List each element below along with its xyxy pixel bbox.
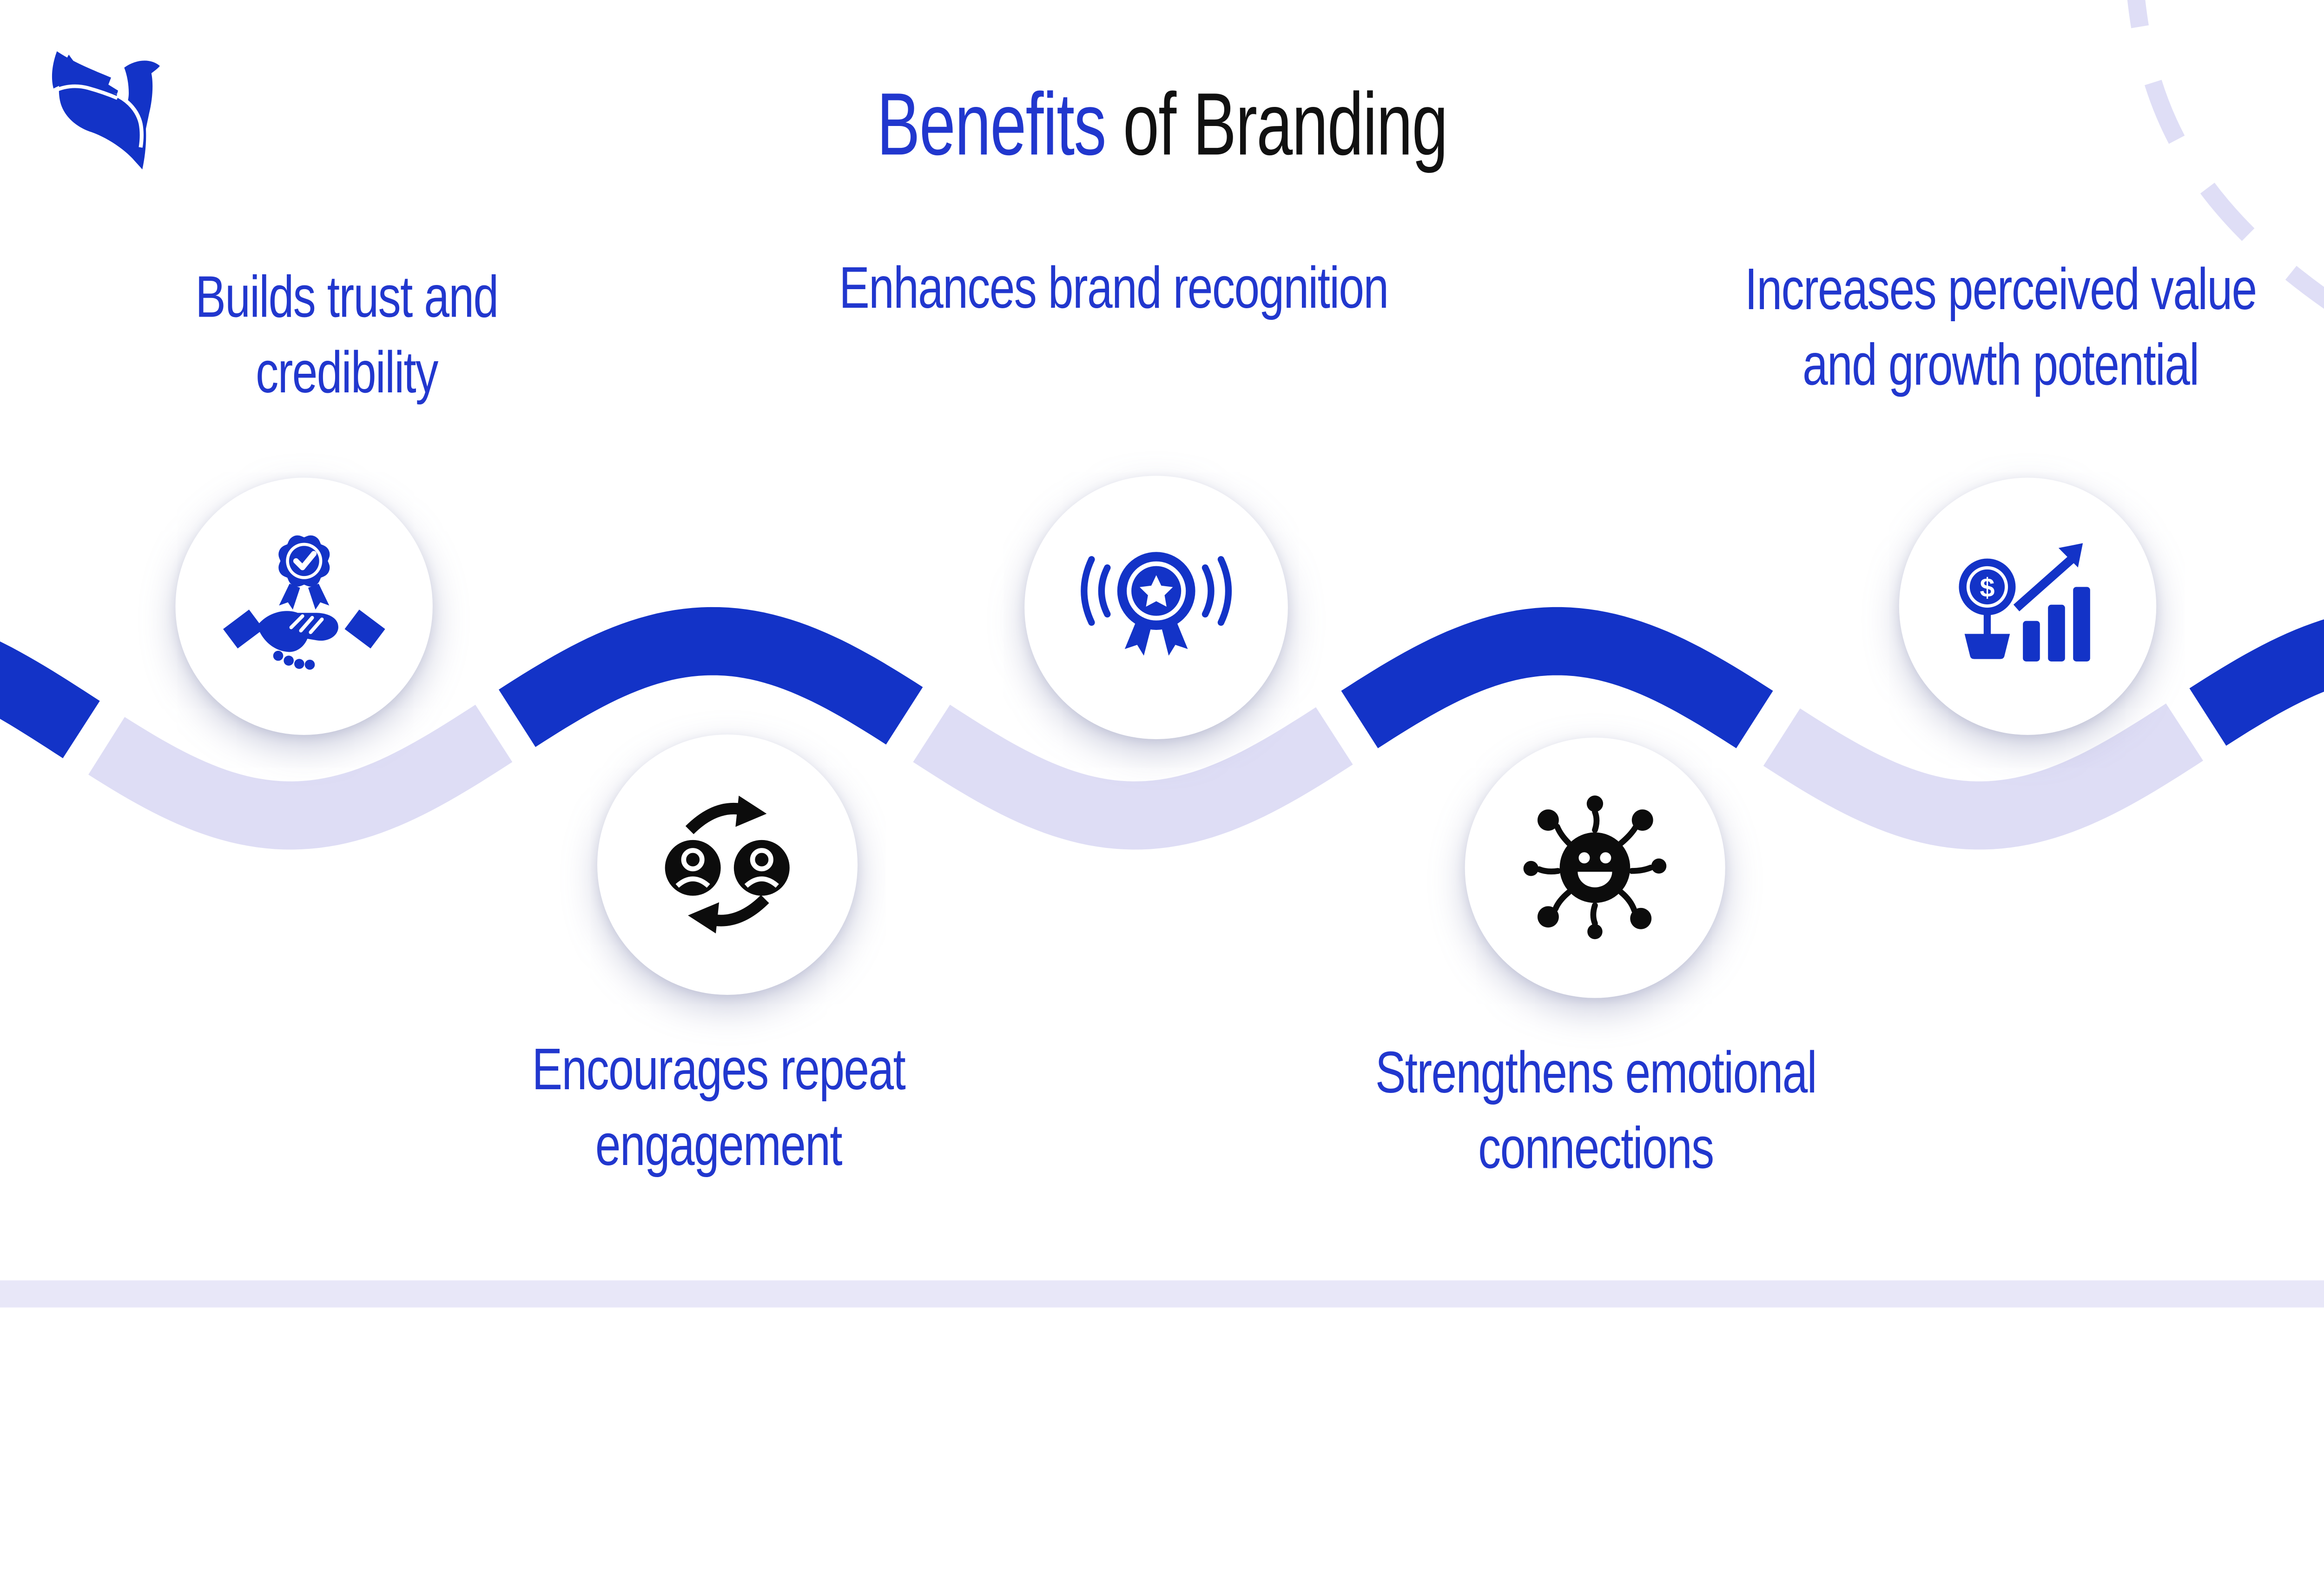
wave-segment	[913, 704, 1353, 850]
page-title: Benefits of Branding	[0, 63, 2324, 185]
wave-segment	[88, 704, 513, 850]
benefit-label-line1: Encourages repeat	[532, 1036, 906, 1102]
badge-handshake-icon	[223, 535, 385, 670]
benefit-circle	[1024, 476, 1288, 739]
benefit-label: Encourages repeat engagement	[370, 1032, 1067, 1183]
wave-segment	[1763, 703, 2203, 850]
benefit-label-line1: Increases perceived value	[1744, 256, 2257, 322]
award-broadcast-icon	[1081, 552, 1232, 656]
benefit-label-line2: credibility	[256, 339, 438, 406]
networked-smiley-icon	[1523, 795, 1667, 940]
wave-segment	[1341, 607, 1773, 748]
benefit-circle	[597, 735, 858, 995]
benefit-label-line1: Enhances brand recognition	[839, 255, 1389, 321]
benefit-circle	[175, 477, 433, 735]
benefit-label-line2: connections	[1478, 1115, 1714, 1181]
dashed-arc-path	[2127, 0, 2324, 309]
title-highlight: Benefits	[877, 74, 1106, 174]
infographic-canvas: Benefits of Branding Builds trust and cr…	[0, 0, 2324, 1308]
benefit-circle	[1465, 737, 1725, 998]
benefit-label: Strengthens emotional connections	[1247, 1035, 1944, 1186]
svg-text:$: $	[1980, 573, 1994, 602]
benefit-label: Builds trust and credibility	[0, 259, 695, 410]
footer-bar	[0, 1280, 2324, 1308]
benefit-label-line2: and growth potential	[1802, 332, 2199, 398]
title-rest: of Branding	[1123, 74, 1448, 174]
benefit-label-line1: Strengthens emotional	[1375, 1039, 1817, 1106]
benefit-circle: $	[1899, 477, 2157, 735]
dashed-arc-decoration	[2127, 0, 2324, 309]
benefit-label-line1: Builds trust and	[195, 264, 499, 330]
wave-segment	[0, 641, 100, 758]
eagle-logo-icon	[52, 51, 160, 170]
wave-segment	[2189, 619, 2324, 746]
benefit-label: Enhances brand recognition	[765, 250, 1462, 326]
benefit-label-line2: engagement	[595, 1112, 843, 1178]
coin-growth-chart-icon: $	[1959, 543, 2090, 662]
repeat-users-icon	[665, 795, 790, 934]
benefit-label: Increases perceived value and growth pot…	[1652, 252, 2324, 403]
wave-ribbon-decoration	[0, 607, 2324, 850]
wave-segment	[498, 607, 923, 747]
